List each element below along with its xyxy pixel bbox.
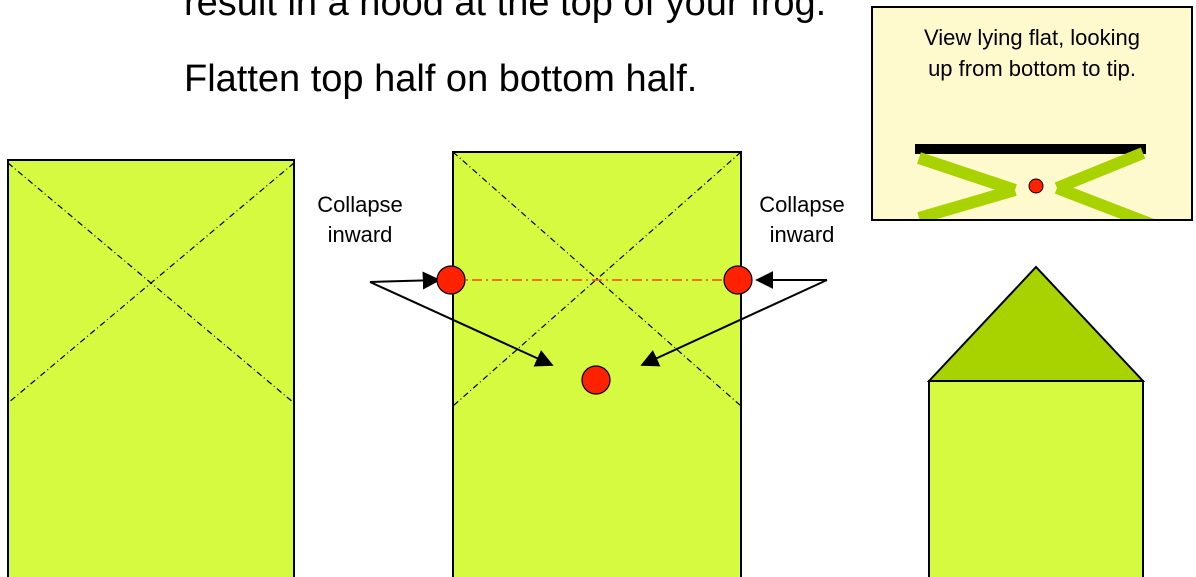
right-collapse-point — [723, 265, 753, 295]
inset-right-lower-side — [1054, 182, 1155, 219]
hood-triangle — [926, 265, 1146, 382]
right-label-line-1: Collapse — [759, 192, 845, 217]
step2-paper — [369, 151, 828, 577]
inset-center-point — [1028, 178, 1044, 194]
inset-box: View lying flat, looking up from bottom … — [871, 6, 1193, 221]
inset-left-lower-side — [917, 184, 1017, 219]
left-label-line-1: Collapse — [317, 192, 403, 217]
right-label-line-2: inward — [769, 222, 835, 247]
step3-result — [926, 265, 1146, 577]
left-center-arrow — [369, 281, 554, 367]
left-collapse-label: Collapse inward — [310, 190, 410, 250]
step1-sheet — [7, 159, 295, 577]
step1-paper — [7, 159, 295, 577]
step2-sheet — [452, 151, 742, 577]
left-collapse-point — [436, 265, 466, 295]
inset-left-upper-side — [917, 152, 1017, 196]
inset-caption: View lying flat, looking up from bottom … — [873, 22, 1191, 84]
center-point — [581, 365, 611, 395]
inset-view — [915, 144, 1155, 219]
instruction-line-1: result in a hood at the top of your frog… — [184, 0, 827, 24]
step3-body — [928, 380, 1144, 577]
right-collapse-label: Collapse inward — [752, 190, 852, 250]
left-inward-arrow — [369, 271, 441, 290]
inset-line-1: View lying flat, looking — [923, 25, 1141, 50]
inset-top-bar — [915, 144, 1146, 154]
instruction-line-2: Flatten top half on bottom half. — [184, 58, 698, 100]
right-center-arrow — [640, 279, 828, 367]
step1-crease-diagonal-b — [7, 162, 295, 404]
left-label-line-2: inward — [327, 222, 393, 247]
inset-line-2: up from bottom to tip. — [928, 56, 1136, 81]
inset-right-upper-side — [1054, 147, 1146, 194]
